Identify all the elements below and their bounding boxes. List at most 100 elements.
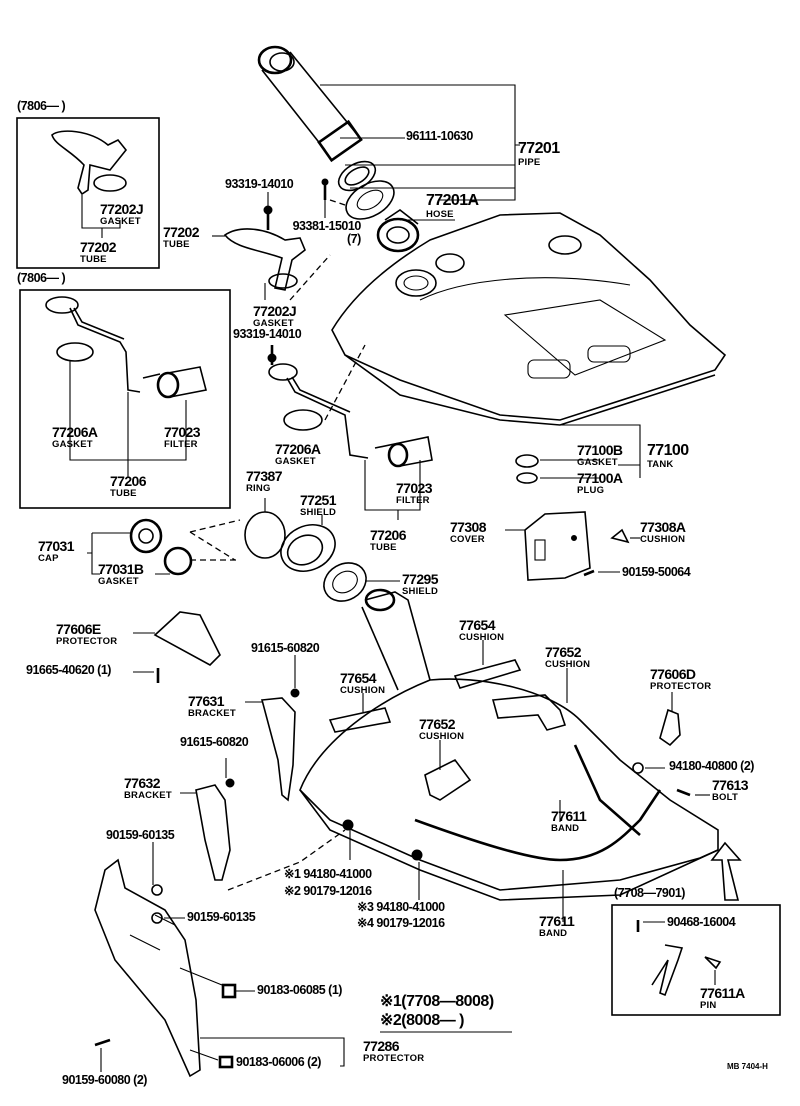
part-96111-10630[interactable]: 96111-10630: [406, 129, 473, 143]
part-number: 77611: [551, 808, 587, 824]
clip-90183-06006: [218, 1055, 234, 1069]
part-90183-06006[interactable]: 90183-06006 (2): [236, 1055, 321, 1069]
part-number: 77631: [188, 693, 225, 709]
flange-plate: [345, 180, 395, 220]
part-93381-15010[interactable]: 93381-15010(7): [283, 220, 362, 245]
part-star1-94180-41000[interactable]: ※1 94180-41000: [284, 867, 372, 881]
part-number: 77308: [450, 519, 487, 535]
part-star3-94180-41000[interactable]: ※3 94180-41000: [357, 900, 445, 914]
part-number: 77652: [545, 644, 582, 660]
part-number: 77202: [80, 239, 117, 255]
cushion-77652-b-drawing: [424, 758, 472, 801]
part-number: 77251: [300, 492, 337, 508]
part-91615-60820-b[interactable]: 91615-60820: [180, 735, 249, 749]
part-name: PIN: [700, 1000, 717, 1011]
part-name: COVER: [450, 534, 485, 545]
nut-star1: [342, 819, 354, 831]
part-90159-50064[interactable]: 90159-50064: [622, 565, 691, 579]
box2-tube-drawing: [69, 307, 141, 393]
part-90159-60080[interactable]: 90159-60080 (2): [62, 1073, 147, 1087]
part-name: CAP: [38, 553, 59, 564]
part-90468-16004[interactable]: 90468-16004: [667, 915, 736, 929]
part-91665-40620[interactable]: 91665-40620 (1): [26, 663, 111, 677]
part-name: SHIELD: [300, 507, 337, 518]
part-name: PLUG: [577, 485, 605, 496]
gasket-77100B-drawing: [515, 454, 539, 468]
part-name: GASKET: [52, 439, 93, 450]
part-name: BRACKET: [124, 790, 172, 801]
note-star2-date-range: ※2(8008— ): [380, 1012, 465, 1029]
part-90159-60135-b[interactable]: 90159-60135: [187, 910, 256, 924]
part-90159-60135-a[interactable]: 90159-60135: [106, 828, 175, 842]
filter-77023-drawing: [374, 436, 433, 468]
part-93319-14010-top[interactable]: 93319-14010: [225, 177, 294, 191]
part-94180-40800[interactable]: 94180-40800 (2): [669, 759, 754, 773]
part-star4-90179-12016[interactable]: ※4 90179-12016: [357, 916, 445, 930]
part-number: 77023: [396, 480, 433, 496]
part-93319-14010-mid[interactable]: 93319-14010: [233, 327, 302, 341]
part-number: 77286: [363, 1038, 400, 1054]
part-name: FILTER: [396, 495, 430, 506]
gasket-77031B-drawing: [163, 546, 193, 576]
bracket-77631-drawing: [260, 697, 296, 802]
part-name: CUSHION: [545, 659, 591, 670]
variant-box-1: [16, 117, 160, 269]
protector-77286-drawing: [94, 858, 201, 1078]
nut-94180-40800: [632, 762, 644, 774]
part-name: PROTECTOR: [363, 1053, 425, 1064]
part-91615-60820-a[interactable]: 91615-60820: [251, 641, 320, 655]
part-name: TUBE: [80, 254, 107, 265]
part-name: SHIELD: [402, 586, 439, 597]
clip-90183-06085: [221, 983, 237, 999]
part-name: CUSHION: [340, 685, 386, 696]
part-name: PIPE: [518, 157, 541, 168]
pin-77611A-drawing: [704, 956, 722, 970]
filler-pipe: [257, 45, 363, 163]
part-number: 77100: [647, 442, 689, 459]
clip-90159-60135-b: [151, 912, 163, 924]
part-name: TUBE: [163, 239, 190, 250]
part-number: 77202: [163, 224, 200, 240]
part-name: FILTER: [164, 439, 198, 450]
part-number: 77606D: [650, 666, 696, 682]
part-name: TUBE: [110, 488, 137, 499]
shield-77295-drawing: [323, 562, 367, 602]
part-star2-90179-12016[interactable]: ※2 90179-12016: [284, 884, 372, 898]
part-90183-06085[interactable]: 90183-06085 (1): [257, 983, 342, 997]
